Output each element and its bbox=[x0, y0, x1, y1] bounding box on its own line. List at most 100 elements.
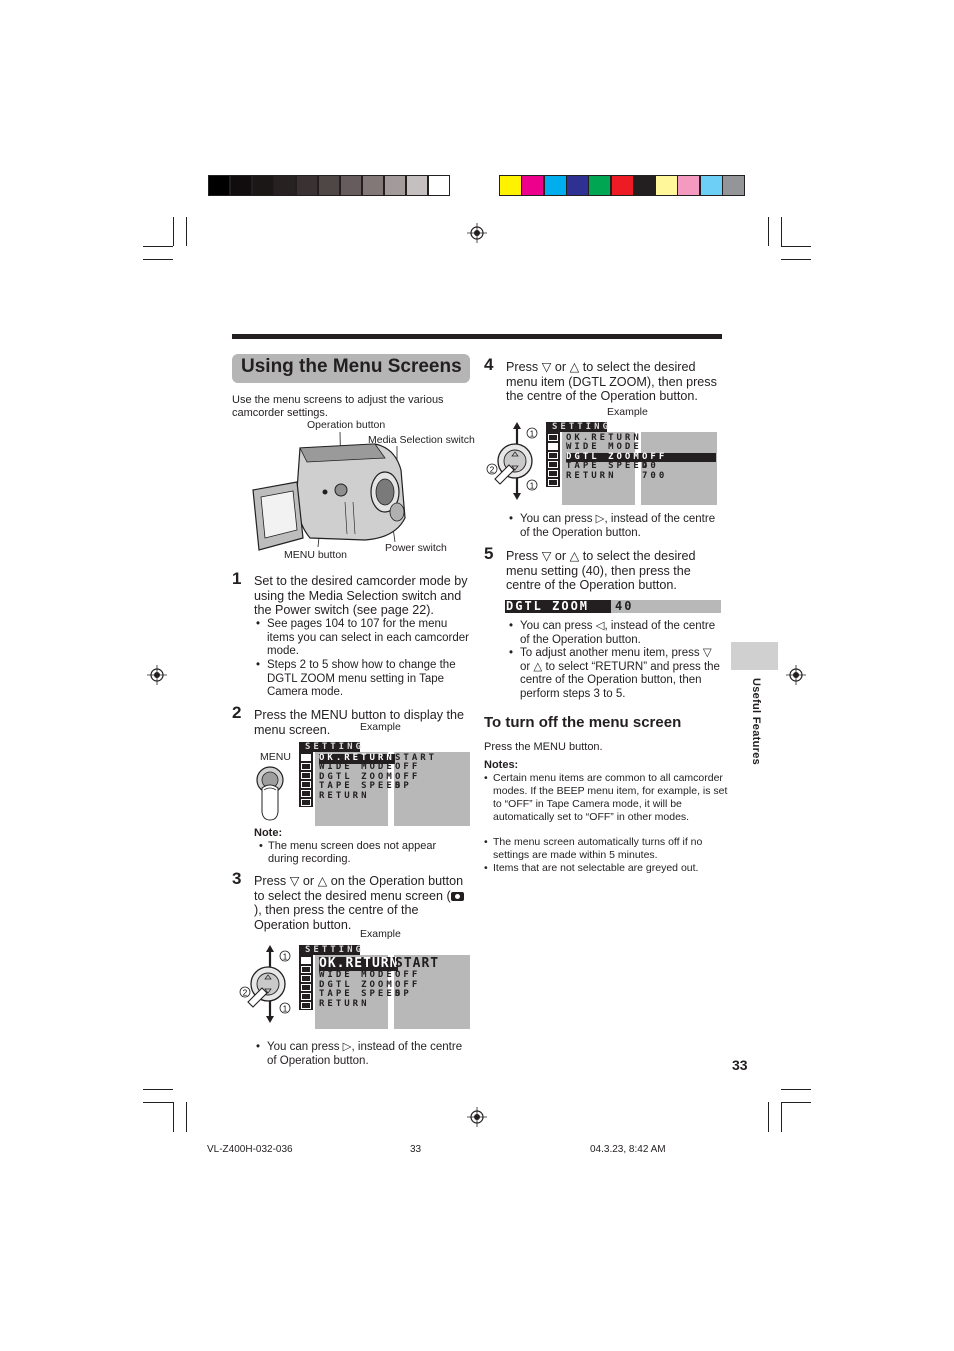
notes-label: Notes: bbox=[484, 759, 519, 771]
menu-mode-icon bbox=[301, 781, 311, 788]
example-label: Example bbox=[360, 721, 401, 733]
menu-item: DGTL ZOOM bbox=[566, 451, 642, 463]
step-5-bullet: To adjust another menu item, press ▽ or … bbox=[507, 647, 720, 701]
menu-item: TAPE SPEED bbox=[319, 989, 404, 1000]
menu-screen-values-panel bbox=[641, 432, 717, 505]
color-swatch bbox=[722, 175, 745, 196]
menu-screen-values-panel bbox=[394, 955, 470, 1029]
menu-button-label: MENU button bbox=[284, 549, 348, 561]
step-3-bullet: You can press ▷, instead of the centre o… bbox=[254, 1041, 467, 1068]
menu-value: START bbox=[395, 956, 440, 971]
step-1-number: 1 bbox=[232, 569, 242, 588]
callout-number: 2 bbox=[490, 465, 495, 474]
menu-mode-icon bbox=[301, 754, 311, 761]
section-title: Using the Menu Screens bbox=[241, 356, 462, 377]
menu-value: OFF bbox=[395, 762, 421, 773]
side-tab bbox=[731, 642, 778, 670]
menu-mode-icon bbox=[301, 957, 311, 964]
note-step2: The menu screen does not appear during r… bbox=[259, 840, 468, 866]
menu-mode-icon bbox=[548, 452, 558, 459]
menu-mode-icon bbox=[301, 790, 311, 797]
menu-key-label: MENU bbox=[260, 751, 291, 763]
color-swatch bbox=[699, 175, 723, 196]
color-swatch bbox=[499, 175, 522, 196]
menu-item: WIDE MODE bbox=[566, 442, 642, 453]
intro-text: Use the menu screens to adjust the vario… bbox=[232, 394, 444, 420]
color-swatch bbox=[632, 175, 656, 196]
note-item: Items that are not selectable are greyed… bbox=[484, 862, 733, 875]
color-swatch bbox=[677, 175, 701, 196]
gray-swatch bbox=[340, 175, 362, 196]
step-4-number: 4 bbox=[484, 355, 494, 374]
step-4-text: Press ▽ or △ to select the desired menu … bbox=[506, 360, 717, 403]
menu-value: OFF bbox=[395, 771, 421, 782]
media-switch-label: Media Selection switch bbox=[368, 434, 475, 446]
top-rule bbox=[232, 334, 722, 339]
menu-item: DGTL ZOOM bbox=[319, 979, 395, 990]
menu-value: OFF bbox=[395, 979, 421, 990]
step-4-bullet: You can press ▷, instead of the centre o… bbox=[507, 513, 720, 540]
menu-mode-icon bbox=[548, 443, 558, 450]
menu-value: SP bbox=[395, 781, 412, 792]
gray-swatch bbox=[362, 175, 384, 196]
operation-button-illustration: 1 1 2 bbox=[486, 422, 538, 500]
menu-value: OFF bbox=[395, 970, 421, 981]
dgtl-zoom-value: 40 bbox=[615, 599, 634, 613]
menu-screen-items-panel bbox=[315, 752, 388, 826]
menu-item: RETURN bbox=[319, 790, 370, 801]
page-number: 33 bbox=[732, 1057, 748, 1073]
menu-item: WIDE MODE bbox=[319, 970, 395, 981]
menu-mode-icon bbox=[301, 975, 311, 982]
menu-item: TAPE SPEED bbox=[319, 781, 404, 792]
menu-value: 700 bbox=[642, 470, 668, 481]
dgtl-zoom-label: DGTL ZOOM bbox=[505, 600, 611, 613]
gray-swatch bbox=[428, 175, 450, 196]
menu-item: OK.RETURN bbox=[566, 433, 642, 443]
registration-mark-icon bbox=[467, 1107, 487, 1127]
menu-value: 40 bbox=[642, 461, 659, 472]
menu-screen-icon-column bbox=[299, 955, 313, 1010]
step-2-number: 2 bbox=[232, 703, 242, 722]
step-5-bullet: You can press ◁, instead of the centre o… bbox=[507, 620, 720, 647]
example-label: Example bbox=[607, 406, 648, 418]
footer-center: 33 bbox=[410, 1144, 422, 1155]
menu-button-press-illustration bbox=[256, 766, 284, 821]
power-switch-label: Power switch bbox=[385, 542, 447, 554]
color-swatch bbox=[543, 175, 567, 196]
section-title-box bbox=[232, 354, 470, 383]
menu-item: WIDE MODE bbox=[319, 762, 395, 773]
menu-value: OFF bbox=[642, 452, 716, 463]
color-swatch bbox=[610, 175, 634, 196]
gray-swatch bbox=[406, 175, 428, 196]
callout-number: 1 bbox=[530, 429, 535, 438]
example-label: Example bbox=[360, 928, 401, 940]
menu-mode-icon bbox=[301, 1002, 311, 1009]
menu-mode-icon bbox=[301, 763, 311, 770]
menu-value: START bbox=[395, 753, 438, 763]
gray-swatch bbox=[208, 175, 230, 196]
menu-mode-icon bbox=[301, 984, 311, 991]
note-item: The menu screen automatically turns off … bbox=[484, 836, 733, 862]
menu-item: RETURN bbox=[566, 470, 617, 481]
registration-mark-icon bbox=[147, 665, 167, 685]
menu-screen-items-panel bbox=[562, 432, 635, 505]
menu-mode-icon bbox=[301, 993, 311, 1000]
menu-mode-icon bbox=[548, 470, 558, 477]
callout-number: 1 bbox=[283, 952, 288, 961]
callout-number: 2 bbox=[243, 988, 248, 997]
note-label: Note: bbox=[254, 827, 283, 839]
registration-mark-icon bbox=[786, 665, 806, 685]
operation-button-label: Operation button bbox=[307, 419, 386, 431]
menu-screen-title: SETTING 1 bbox=[546, 422, 608, 442]
menu-mode-icon bbox=[548, 461, 558, 468]
operation-button-illustration: 112 bbox=[239, 945, 291, 1023]
registration-mark-icon bbox=[467, 223, 487, 243]
menu-mode-icon bbox=[548, 434, 558, 441]
gray-swatch bbox=[296, 175, 318, 196]
step-5-text: Press ▽ or △ to select the desired menu … bbox=[506, 549, 696, 592]
color-swatch bbox=[655, 175, 679, 196]
menu-item: DGTL ZOOM bbox=[319, 771, 395, 782]
callout-number: 1 bbox=[530, 481, 535, 490]
gray-swatch bbox=[252, 175, 274, 196]
gray-swatch bbox=[230, 175, 252, 196]
